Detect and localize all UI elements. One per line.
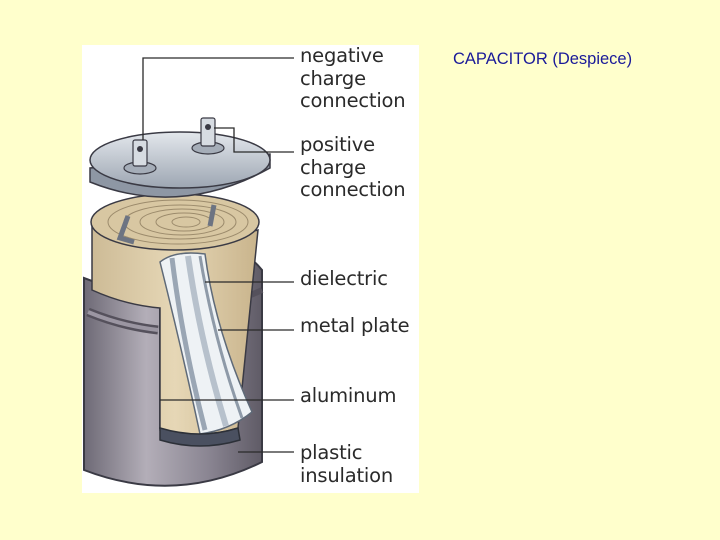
leader-lines	[142, 57, 294, 453]
label-dielectric: dielectric	[300, 267, 388, 290]
label-metal-plate: metal plate	[300, 314, 410, 337]
slide-title: CAPACITOR (Despiece)	[453, 50, 633, 68]
label-aluminum: aluminum	[300, 384, 397, 407]
capacitor-figure: negative charge connection positive char…	[82, 44, 419, 493]
plastic-insulation	[159, 426, 241, 447]
label-negative-charge-connection: negative charge connection	[300, 44, 406, 112]
capacitor-illustration	[83, 57, 294, 487]
label-plastic-insulation: plastic insulation	[300, 441, 394, 487]
label-positive-charge-connection: positive charge connection	[300, 133, 406, 201]
positive-terminal	[191, 117, 225, 155]
negative-terminal	[123, 139, 157, 175]
